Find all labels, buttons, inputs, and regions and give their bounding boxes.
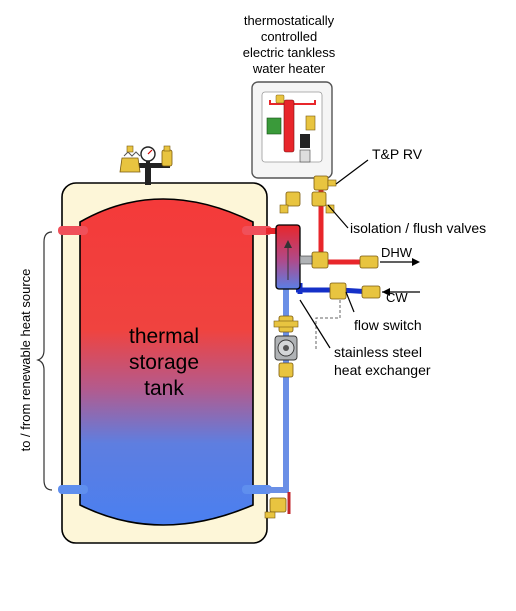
leader-lines: [299, 159, 369, 349]
tank-port-top-left: [58, 226, 88, 235]
gauge-icon: [140, 146, 156, 166]
tank-label-line1: thermal: [129, 325, 199, 348]
heater-label-line2: controlled: [261, 29, 317, 44]
isolation-valves: [279, 191, 335, 214]
air-vent-icon: [161, 145, 173, 167]
tank-port-bottom-left: [58, 485, 88, 494]
flow-arrows: [380, 258, 420, 296]
isolation-label: isolation / flush valves: [350, 220, 486, 236]
hx-label-line1: stainless steel: [334, 344, 422, 360]
flow-switch-wire: [315, 300, 341, 350]
tank-label-line2: storage: [129, 351, 199, 374]
heater-label-line1: thermostatically: [244, 13, 335, 28]
dhw-label: DHW: [381, 245, 413, 260]
tank-port-bottom-right: [242, 485, 272, 494]
pressure-relief-valve-icon: [119, 145, 141, 173]
pump-icon: [274, 335, 298, 361]
cw-label: CW: [386, 290, 408, 305]
tank-port-top-right: [242, 226, 272, 235]
tank-body: [79, 198, 254, 526]
drain-valve-icon: [264, 492, 291, 519]
heater-label-line4: water heater: [252, 61, 326, 76]
valve-icon: [278, 362, 294, 378]
side-bracket: [36, 231, 53, 491]
tankless-heater: [251, 81, 333, 179]
tprv-label: T&P RV: [372, 146, 423, 162]
cw-valve-icon: [329, 282, 381, 300]
hx-label-line2: heat exchanger: [334, 362, 431, 378]
storage-tank: [61, 182, 268, 544]
dhw-valve-icon: [299, 251, 379, 269]
heat-exchanger: [275, 224, 301, 290]
tank-top-fittings: [119, 145, 173, 185]
flow-switch-label: flow switch: [354, 317, 422, 333]
tp-relief-valve-icon: [313, 175, 337, 191]
check-valve-icon: [273, 315, 299, 333]
side-label: to / from renewable heat source: [18, 269, 33, 452]
heater-label-line3: electric tankless: [243, 45, 336, 60]
tank-label-line3: tank: [144, 377, 184, 400]
